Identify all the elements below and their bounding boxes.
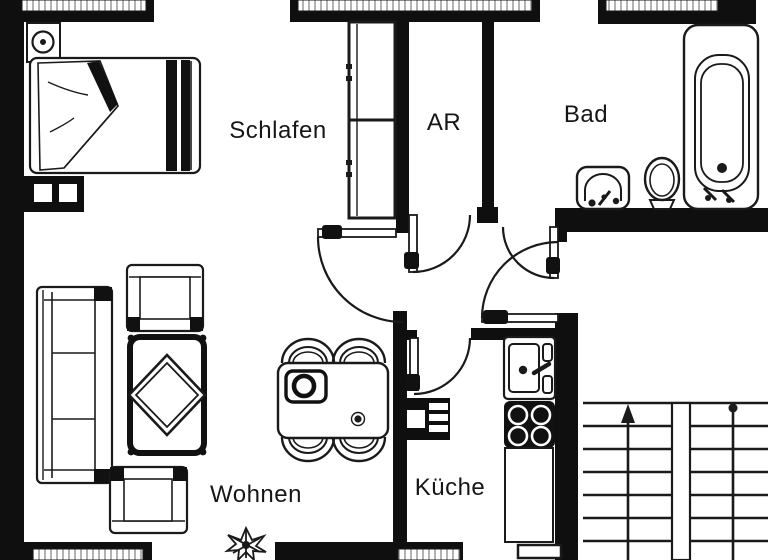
stair-stringer [670,401,692,560]
wall-bad-bottom [555,208,768,232]
chimney-symbol-2 [402,398,450,440]
coffee-table-symbol [127,334,207,456]
window-glazing-schlafen [21,0,147,12]
armchair-symbol-bottom [108,465,189,535]
door-jamb-kitchen-left [403,330,417,340]
door-schlafen [316,225,404,324]
wall-bottom-kitchen-corner [561,542,578,560]
door-kueche [405,337,472,396]
nightstand-symbol [26,22,61,63]
window-glazing-bottom-kueche [397,548,461,560]
stove-symbol [504,401,555,448]
window-glazing-middle [297,0,533,12]
label-ar: AR [427,109,461,136]
sofa-symbol [35,285,114,485]
windows [21,0,719,560]
label-schlafen: Schlafen [229,117,326,144]
kitchen-cabinet-symbol [504,447,554,543]
door-bad [501,226,560,280]
wardrobe-symbol [346,20,397,220]
door-entrance [480,240,559,324]
staircase-symbol [583,401,768,560]
stair-walk-line-start-dot-icon [728,403,738,560]
chimney-symbol-1 [24,176,84,212]
room-schlafen: Schlafen [26,20,397,220]
bed-symbol [28,56,202,175]
window-glazing-bad [605,0,719,12]
kitchen-sink-symbol [502,335,557,401]
toilet-symbol [643,156,681,210]
label-wohnen: Wohnen [210,481,302,508]
wall-ar-bad [482,20,494,210]
wall-schlafen-ar [396,20,409,233]
dining-set-symbol [276,337,390,463]
wall-wohnen-kueche [393,311,407,542]
bath-sink-symbol [575,165,631,211]
window-glazing-bottom-left [32,548,144,560]
room-wohnen: Wohnen [24,176,390,560]
doors [316,214,560,396]
window-bottom-kitchen-door [516,543,563,560]
stair-walk-line-up-arrow-icon [621,404,635,560]
plant-symbol [224,525,267,560]
room-kueche: Küche [402,335,557,543]
wall-tab-entrance-top [555,232,567,242]
armchair-symbol-top [125,263,205,333]
door-jamb-bad-left [477,207,498,223]
door-ar [404,214,472,274]
room-bad: Bad [564,23,760,211]
wall-kitchen-stairwell [555,313,578,560]
label-kueche: Küche [415,474,486,501]
wall-left-outer [0,0,24,560]
label-bad: Bad [564,101,608,128]
bathtub-symbol [682,23,760,211]
